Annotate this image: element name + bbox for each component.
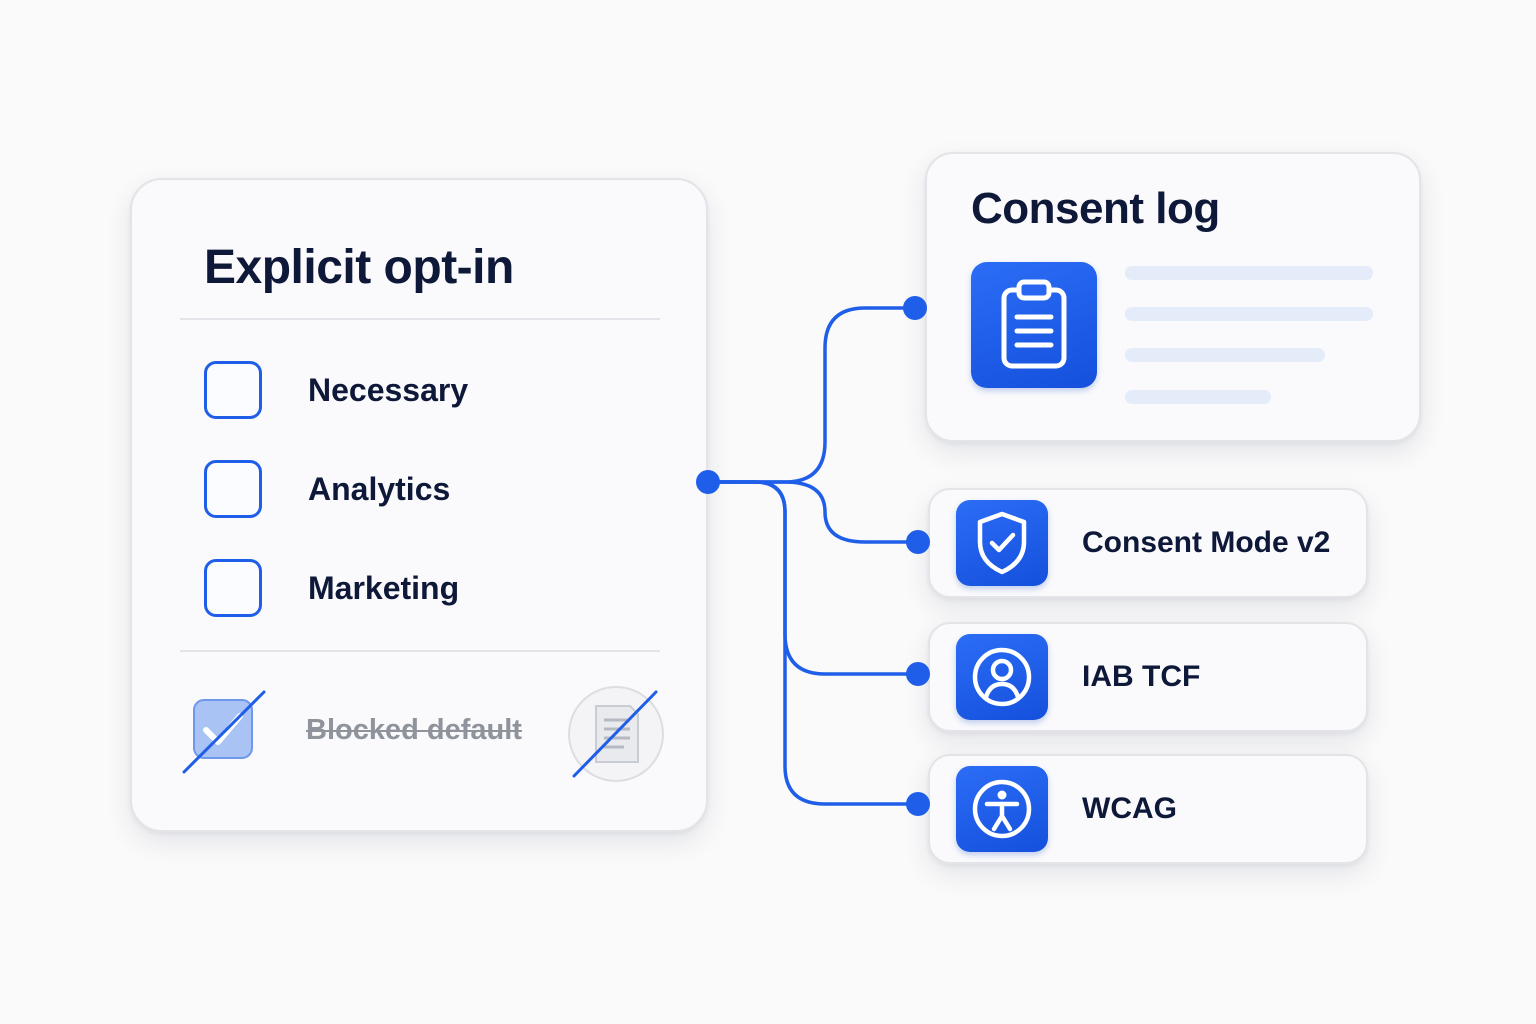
- explicit-opt-in-card: Explicit opt-in Necessary Analytics Mark…: [130, 178, 708, 832]
- divider: [180, 318, 660, 320]
- blocked-default-label: Blocked default: [306, 714, 522, 746]
- log-placeholder-line: [1125, 266, 1373, 280]
- accessibility-icon: [956, 766, 1048, 852]
- shield-check-icon: [956, 500, 1048, 586]
- log-placeholder-line: [1125, 348, 1325, 362]
- consent-log-card: Consent log: [925, 152, 1421, 442]
- option-label: Necessary: [308, 371, 469, 408]
- connector-to-consent-log: [706, 306, 917, 484]
- wcag-card: WCAG: [928, 754, 1368, 864]
- option-analytics[interactable]: Analytics: [204, 457, 624, 521]
- divider: [180, 650, 660, 652]
- option-label: Marketing: [308, 569, 460, 606]
- card-title: Consent log: [971, 184, 1220, 233]
- log-placeholder-line: [1125, 390, 1271, 404]
- analytics-checkbox[interactable]: [204, 460, 262, 518]
- option-necessary[interactable]: Necessary: [204, 358, 624, 422]
- necessary-checkbox[interactable]: [204, 361, 262, 419]
- marketing-checkbox[interactable]: [204, 559, 262, 617]
- option-label: Analytics: [308, 470, 451, 507]
- crossed-checked-checkbox-icon: [182, 690, 266, 774]
- iab-tcf-card: IAB TCF: [928, 622, 1368, 732]
- feature-label: WCAG: [1082, 792, 1177, 825]
- connector-to-wcag: [706, 480, 920, 806]
- crossed-document-icon: [564, 682, 668, 786]
- log-placeholder-line: [1125, 307, 1373, 321]
- option-marketing[interactable]: Marketing: [204, 556, 624, 620]
- blocked-default-row: Blocked default: [182, 680, 664, 790]
- connector-dot-consent-log: [903, 296, 927, 320]
- connector-dot-consent-mode: [906, 530, 930, 554]
- clipboard-icon: [971, 262, 1097, 388]
- card-title: Explicit opt-in: [204, 241, 514, 294]
- connector-to-iab-tcf: [706, 480, 920, 676]
- feature-label: Consent Mode v2: [1082, 526, 1331, 559]
- feature-label: IAB TCF: [1082, 660, 1201, 693]
- connector-dot-iab-tcf: [906, 662, 930, 686]
- consent-mode-card: Consent Mode v2: [928, 488, 1368, 598]
- connector-dot-wcag: [906, 792, 930, 816]
- connector-to-consent-mode: [706, 480, 920, 544]
- user-circle-icon: [956, 634, 1048, 720]
